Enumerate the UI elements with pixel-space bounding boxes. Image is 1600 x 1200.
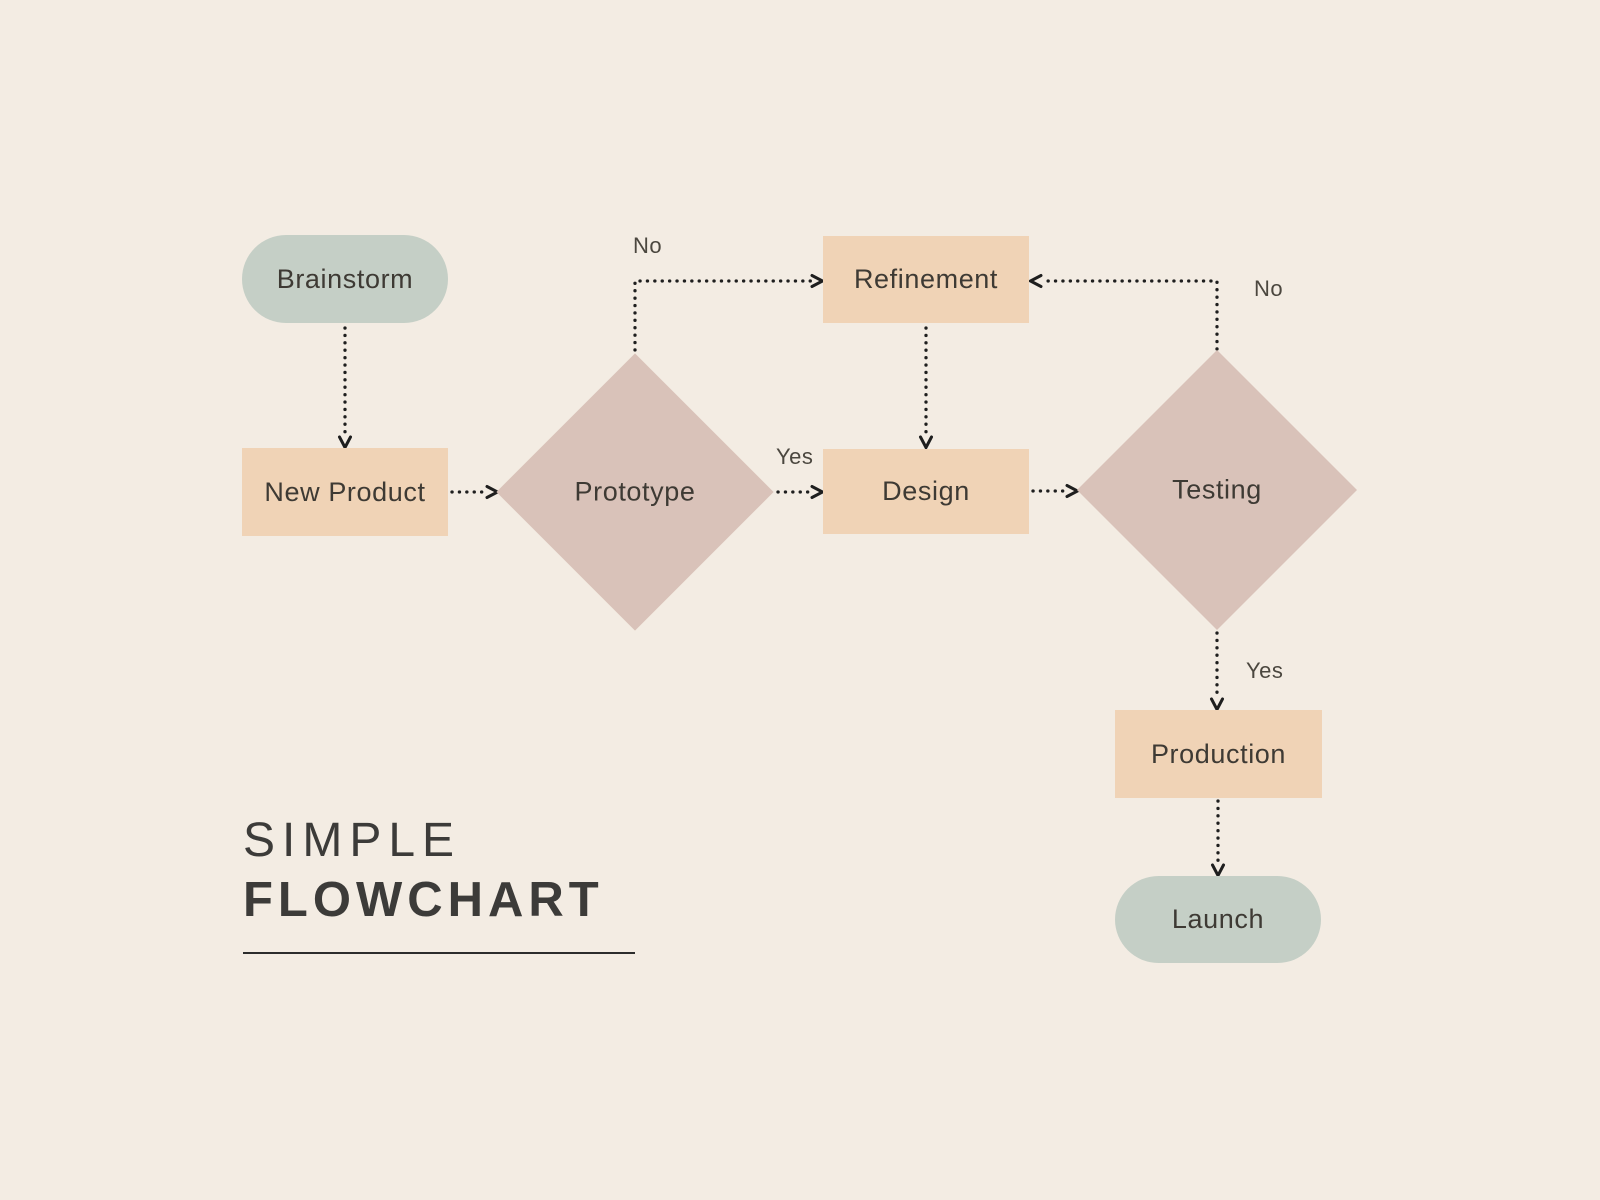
title-line-2: FLOWCHART [243, 873, 604, 927]
node-production: Production [1115, 710, 1322, 798]
edge-testing-no-to-refinement [1027, 274, 1219, 351]
node-new-product: New Product [242, 448, 448, 536]
node-prototype-label: Prototype [574, 476, 696, 507]
node-brainstorm: Brainstorm [242, 235, 448, 323]
node-testing-label: Testing [1172, 474, 1262, 505]
diagram-title: SIMPLE FLOWCHART [243, 812, 635, 954]
node-launch-label: Launch [1171, 904, 1265, 934]
node-brainstorm-label: Brainstorm [276, 263, 414, 294]
node-refinement-label: Refinement [853, 264, 999, 294]
edge-label-testing-yes: Yes [1246, 658, 1284, 683]
node-new-product-label: New Product [264, 476, 426, 507]
title-line-1: SIMPLE [243, 814, 462, 867]
node-production-label: Production [1150, 738, 1287, 769]
edge-label-prototype-no: No [633, 233, 663, 258]
node-launch: Launch [1115, 876, 1321, 963]
node-refinement: Refinement [823, 236, 1029, 323]
edge-prototype-no-to-refinement [633, 274, 826, 352]
edge-label-testing-no: No [1254, 276, 1284, 301]
edge-label-prototype-yes: Yes [776, 444, 814, 469]
node-design: Design [823, 449, 1029, 534]
title-underline [243, 952, 635, 954]
node-design-label: Design [882, 476, 970, 506]
